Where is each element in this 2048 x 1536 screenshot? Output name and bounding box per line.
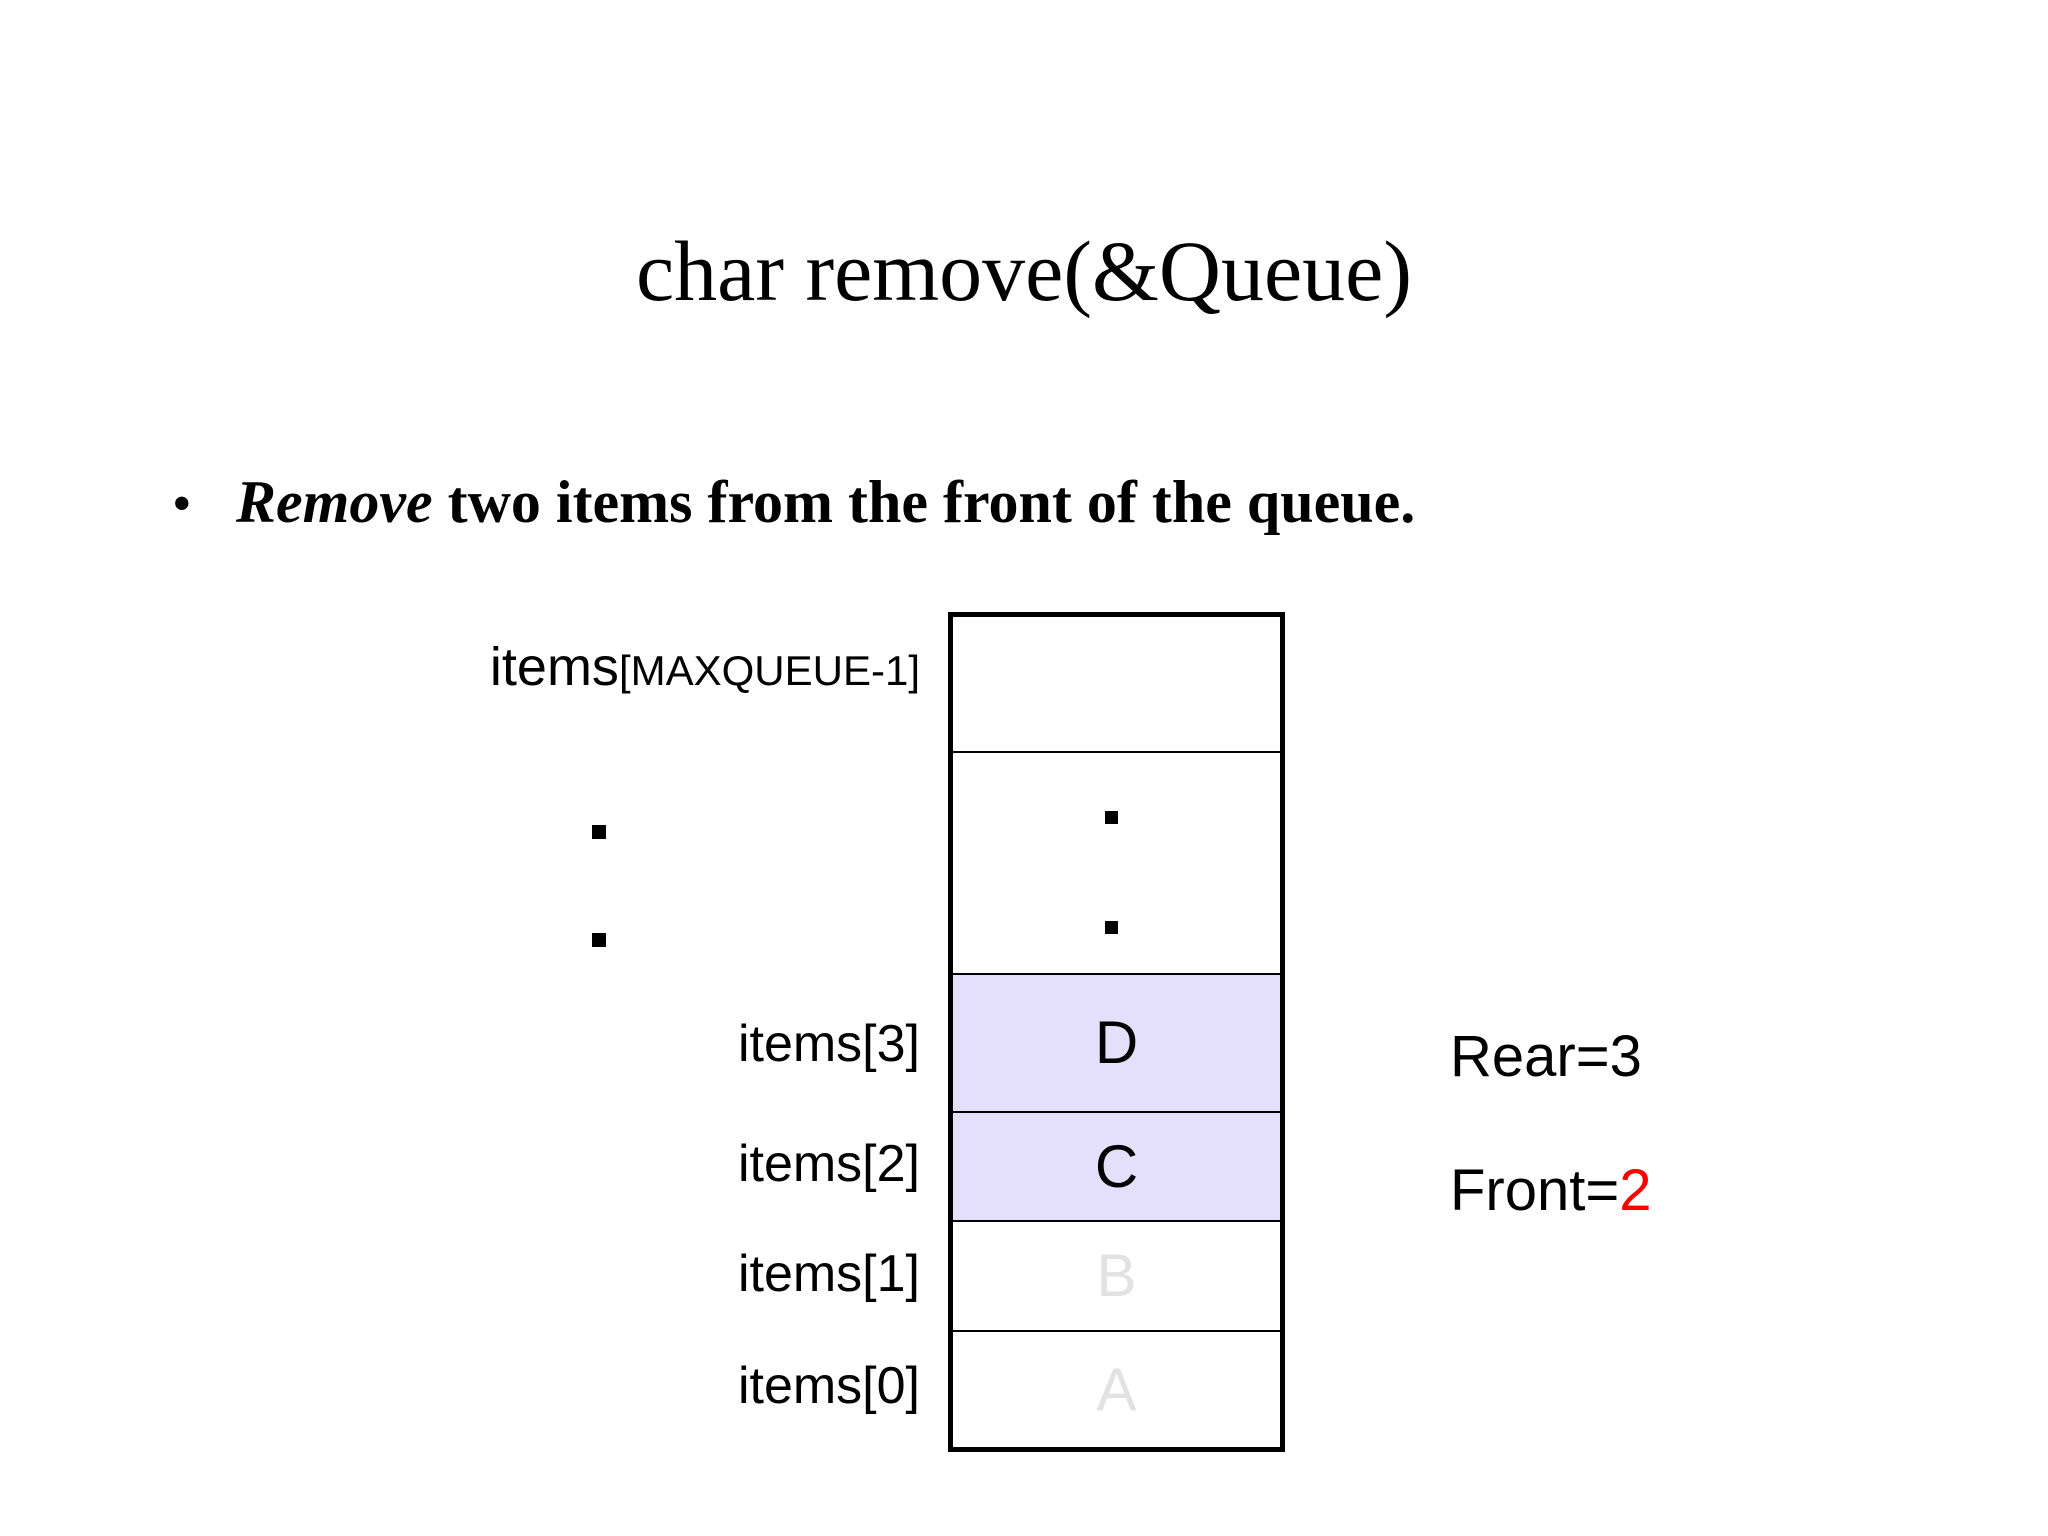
ellipsis-dot-icon: [592, 825, 606, 839]
bullet-item: • Remove two items from the front of the…: [172, 466, 1932, 540]
bullet-marker-icon: •: [172, 473, 192, 535]
ellipsis-dot-icon: [592, 933, 606, 947]
front-label-text: Front=: [1450, 1158, 1620, 1223]
queue-cell-0: A: [953, 1332, 1280, 1447]
rear-label-text: Rear=: [1450, 1024, 1610, 1089]
front-pointer-label: Front=2: [1450, 1162, 1652, 1220]
rear-value: 3: [1609, 1024, 1642, 1089]
ellipsis-dot-icon: [1105, 921, 1118, 934]
label-items-3: items[3]: [737, 1015, 920, 1073]
queue-cell-1: B: [953, 1222, 1280, 1332]
queue-cell-2: C: [953, 1113, 1280, 1222]
ellipsis-dot-icon: [1105, 811, 1118, 824]
label-items-name: items: [489, 637, 619, 697]
queue-cell-3: D: [953, 975, 1280, 1113]
label-items-maxqueue: items[MAXQUEUE-1]: [180, 640, 920, 694]
bullet-text: Remove two items from the front of the q…: [236, 466, 1932, 538]
label-items-1: items[1]: [737, 1245, 920, 1303]
page-title: char remove(&Queue): [636, 223, 1412, 319]
queue-cell-ellipsis: [953, 753, 1280, 975]
queue-cell-empty-top: [953, 617, 1280, 753]
queue-array-box: D C B A: [948, 612, 1285, 1452]
label-items-2: items[2]: [737, 1135, 920, 1193]
front-value: 2: [1619, 1158, 1652, 1223]
label-items-index: [MAXQUEUE-1]: [618, 647, 920, 694]
rear-pointer-label: Rear=3: [1450, 1028, 1642, 1086]
label-items-0: items[0]: [737, 1357, 920, 1415]
bullet-rest: two items from the front of the queue.: [432, 469, 1416, 535]
bullet-emphasis: Remove: [236, 469, 433, 535]
